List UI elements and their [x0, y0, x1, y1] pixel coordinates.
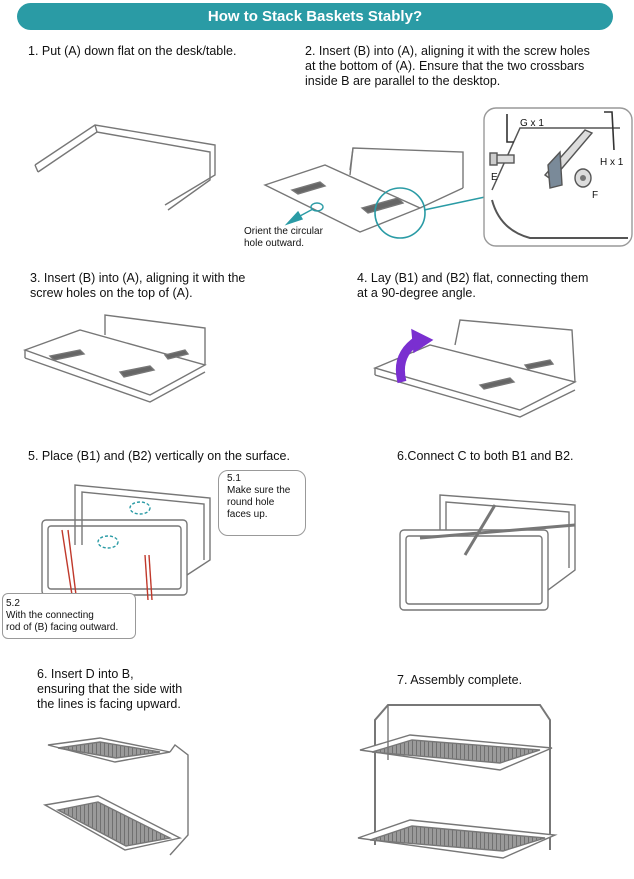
- step-2-zoom-circle: [374, 187, 426, 239]
- note-5-2-text: 5.2 With the connecting rod of (B) facin…: [6, 598, 119, 633]
- step-1-frame-a: [34, 124, 216, 211]
- step-1-text: 1. Put (A) down flat on the desk/table.: [28, 44, 237, 58]
- step-3-frame: [22, 314, 207, 403]
- title-banner: How to Stack Baskets Stably?: [17, 3, 613, 30]
- note-5-2-box: 5.2 With the connecting rod of (B) facin…: [2, 593, 136, 639]
- part-e-label: E: [491, 172, 498, 183]
- step-2-text: 2. Insert (B) into (A), aligning it with…: [305, 44, 590, 88]
- step-6b-text: 6. Insert D into B, ensuring that the si…: [37, 667, 183, 711]
- part-f-label: F: [592, 190, 599, 201]
- step-4-text: 4. Lay (B1) and (B2) flat, connecting th…: [357, 271, 589, 300]
- part-h-label: H x 1: [600, 157, 624, 168]
- step-6a-text: 6.Connect C to both B1 and B2.: [397, 449, 574, 463]
- step-6b-shelves: [42, 737, 189, 856]
- step-7-rack: [357, 704, 558, 859]
- step-3-text: 3. Insert (B) into (A), aligning it with…: [30, 271, 246, 300]
- step-7-text: 7. Assembly complete.: [397, 673, 523, 687]
- step-5-text: 5. Place (B1) and (B2) vertically on the…: [28, 449, 290, 463]
- note-5-1-text: 5.1 Make sure the round hole faces up.: [227, 473, 291, 520]
- step-5-frames: [41, 484, 211, 601]
- step-6a-frames: [399, 494, 576, 611]
- step-2-frame: [263, 147, 464, 233]
- part-g-label: G x 1: [520, 118, 544, 129]
- orient-hole-note: Orient the circular hole outward.: [244, 226, 323, 249]
- note-5-1-box: 5.1 Make sure the round hole faces up.: [218, 470, 306, 536]
- step-4-frame: [372, 319, 577, 418]
- step-2-hole-marker: [310, 202, 324, 212]
